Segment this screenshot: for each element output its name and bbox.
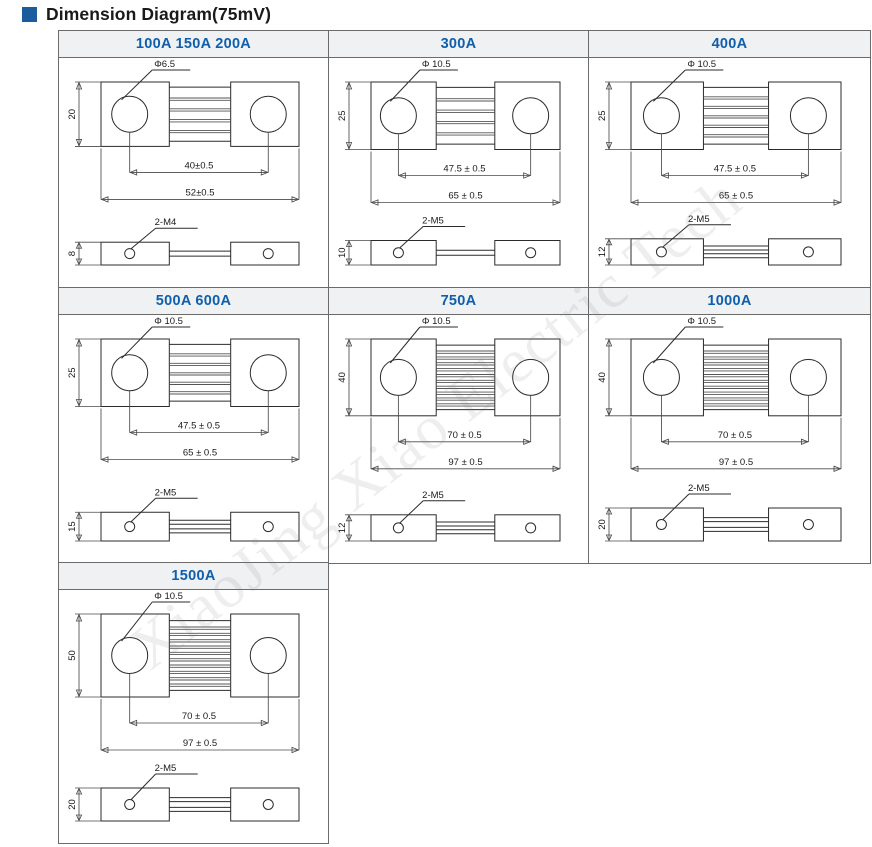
technical-drawing: Φ6.5 20 40±0.5 52±0.5 2-M4 8	[67, 59, 300, 266]
svg-text:2-M5: 2-M5	[688, 214, 710, 225]
empty-cell	[588, 562, 871, 844]
page-title: Dimension Diagram(75mV)	[22, 4, 271, 25]
svg-text:Φ 10.5: Φ 10.5	[154, 591, 183, 602]
svg-text:40±0.5: 40±0.5	[184, 160, 213, 171]
cell-header-label: 1500A	[59, 563, 328, 590]
svg-text:65 ± 0.5: 65 ± 0.5	[448, 191, 482, 202]
svg-text:70 ± 0.5: 70 ± 0.5	[718, 429, 752, 440]
svg-text:Φ 10.5: Φ 10.5	[687, 316, 716, 327]
svg-text:20: 20	[597, 519, 608, 530]
svg-text:12: 12	[597, 247, 608, 258]
svg-text:2-M5: 2-M5	[422, 489, 444, 500]
cell-drawing-area: Φ6.5 20 40±0.5 52±0.5 2-M4 8	[59, 58, 328, 289]
svg-text:2-M5: 2-M5	[688, 483, 710, 494]
cell-drawing-area: Φ 10.5 40 70 ± 0.5 97 ± 0.5 2-M5 12	[329, 315, 589, 565]
svg-text:40: 40	[597, 372, 608, 383]
svg-text:50: 50	[67, 650, 78, 661]
svg-text:10: 10	[337, 247, 348, 258]
cell-header-label: 750A	[328, 287, 589, 315]
svg-text:47.5 ± 0.5: 47.5 ± 0.5	[178, 420, 220, 431]
cell-header-label: 1000A	[589, 287, 870, 315]
svg-text:40: 40	[337, 372, 348, 383]
bullet-square-icon	[22, 7, 37, 22]
svg-text:2-M5: 2-M5	[155, 763, 177, 774]
svg-text:70 ± 0.5: 70 ± 0.5	[182, 711, 216, 722]
svg-text:Φ 10.5: Φ 10.5	[687, 59, 716, 70]
cell-drawing-area: Φ 10.5 25 47.5 ± 0.5 65 ± 0.5 2-M5 10	[329, 58, 589, 289]
svg-text:97 ± 0.5: 97 ± 0.5	[183, 738, 217, 749]
svg-text:97 ± 0.5: 97 ± 0.5	[719, 456, 753, 467]
cell-drawing-area: Φ 10.5 50 70 ± 0.5 97 ± 0.5 2-M5 20	[59, 590, 328, 845]
svg-text:8: 8	[67, 251, 78, 256]
cell-drawing-area: Φ 10.5 25 47.5 ± 0.5 65 ± 0.5 2-M5 12	[589, 58, 870, 289]
svg-text:97 ± 0.5: 97 ± 0.5	[448, 456, 482, 467]
svg-text:47.5 ± 0.5: 47.5 ± 0.5	[714, 164, 756, 175]
technical-drawing: Φ 10.5 40 70 ± 0.5 97 ± 0.5 2-M5 12	[337, 316, 561, 542]
svg-text:25: 25	[597, 110, 608, 121]
technical-drawing: Φ 10.5 25 47.5 ± 0.5 65 ± 0.5 2-M5 15	[67, 316, 300, 541]
cell-header-label: 300A	[328, 31, 589, 58]
svg-text:2-M5: 2-M5	[155, 487, 177, 498]
svg-text:70 ± 0.5: 70 ± 0.5	[447, 429, 481, 440]
cell-header-label: 500A 600A	[59, 287, 328, 315]
svg-text:25: 25	[67, 367, 78, 378]
svg-text:2-M5: 2-M5	[422, 216, 444, 227]
svg-text:25: 25	[337, 110, 348, 121]
svg-text:Φ 10.5: Φ 10.5	[154, 316, 183, 327]
svg-text:15: 15	[67, 521, 78, 532]
cell-drawing-area: Φ 10.5 40 70 ± 0.5 97 ± 0.5 2-M5 20	[589, 315, 870, 565]
svg-text:65 ± 0.5: 65 ± 0.5	[183, 447, 217, 458]
cell-header-label: 100A 150A 200A	[59, 31, 328, 58]
cell-header-label: 400A	[589, 31, 870, 58]
svg-text:47.5 ± 0.5: 47.5 ± 0.5	[443, 164, 485, 175]
svg-text:65 ± 0.5: 65 ± 0.5	[719, 191, 753, 202]
page-title-text: Dimension Diagram(75mV)	[46, 4, 271, 24]
svg-text:2-M4: 2-M4	[155, 217, 177, 228]
svg-text:Φ6.5: Φ6.5	[154, 59, 175, 70]
svg-text:Φ 10.5: Φ 10.5	[421, 59, 450, 70]
svg-text:52±0.5: 52±0.5	[186, 187, 215, 198]
cell-drawing-area: Φ 10.5 25 47.5 ± 0.5 65 ± 0.5 2-M5 15	[59, 315, 328, 565]
svg-text:20: 20	[67, 799, 78, 810]
technical-drawing: Φ 10.5 40 70 ± 0.5 97 ± 0.5 2-M5 20	[597, 316, 842, 541]
technical-drawing: Φ 10.5 25 47.5 ± 0.5 65 ± 0.5 2-M5 12	[597, 59, 842, 266]
empty-cell	[328, 562, 590, 844]
technical-drawing: Φ 10.5 25 47.5 ± 0.5 65 ± 0.5 2-M5 10	[337, 59, 561, 266]
svg-text:20: 20	[67, 109, 78, 120]
technical-drawing: Φ 10.5 50 70 ± 0.5 97 ± 0.5 2-M5 20	[67, 591, 300, 822]
svg-text:Φ 10.5: Φ 10.5	[421, 316, 450, 327]
svg-text:12: 12	[337, 522, 348, 533]
